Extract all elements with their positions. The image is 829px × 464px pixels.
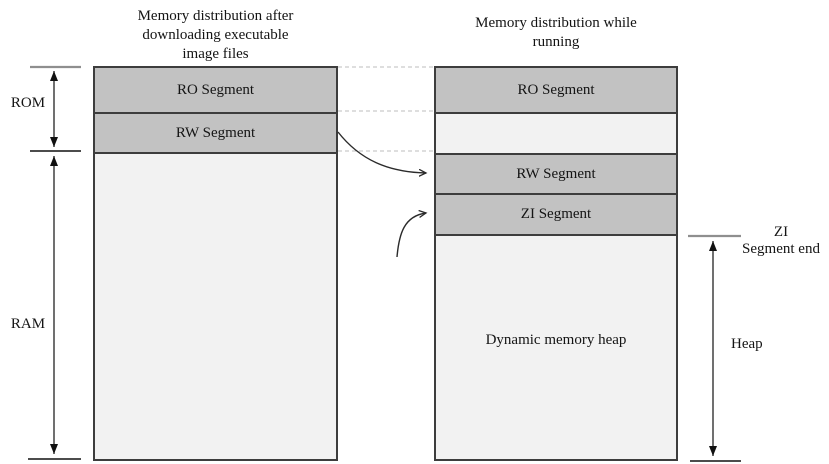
right-memory-box: RO Segment RW Segment ZI Segment Dynamic… <box>434 66 678 461</box>
right-zi-segment-label: ZI Segment <box>520 206 592 222</box>
left-unused-ram-area <box>95 154 336 459</box>
ram-range-label: RAM <box>10 316 46 332</box>
right-title-line-1: Memory distribution while <box>475 15 637 31</box>
right-column-title: Memory distribution while running <box>434 14 678 52</box>
right-rw-segment: RW Segment <box>436 155 676 195</box>
zi-segment-end-label: ZI Segment end <box>735 224 827 258</box>
left-column-title: Memory distribution after downloading ex… <box>93 7 338 64</box>
right-title-line-2: running <box>532 34 580 50</box>
left-title-line-2: downloading executable <box>142 27 289 43</box>
dynamic-memory-heap: Dynamic memory heap <box>436 236 676 459</box>
left-ro-segment-label: RO Segment <box>176 81 255 98</box>
left-rw-segment-label: RW Segment <box>175 124 256 141</box>
dynamic-memory-heap-label: Dynamic memory heap <box>485 332 627 348</box>
left-memory-box: RO Segment RW Segment <box>93 66 338 461</box>
left-rw-segment: RW Segment <box>95 114 336 154</box>
heap-range-label: Heap <box>731 336 763 352</box>
left-title-line-3: image files <box>182 46 249 62</box>
rom-range-label: ROM <box>10 95 46 111</box>
right-rw-segment-label: RW Segment <box>516 165 596 182</box>
left-title-line-1: Memory distribution after <box>137 8 294 24</box>
right-empty-gap <box>436 114 676 155</box>
left-ro-segment: RO Segment <box>95 68 336 114</box>
zi-segment-pointer-arrow <box>396 213 426 258</box>
right-ro-segment-label: RO Segment <box>517 81 595 98</box>
rw-segment-copy-arrow <box>337 131 426 173</box>
zi-segment-end-line-1: ZI <box>773 224 789 240</box>
right-ro-segment: RO Segment <box>436 68 676 114</box>
right-zi-segment: ZI Segment <box>436 195 676 236</box>
zi-segment-end-line-2: Segment end <box>742 241 820 257</box>
